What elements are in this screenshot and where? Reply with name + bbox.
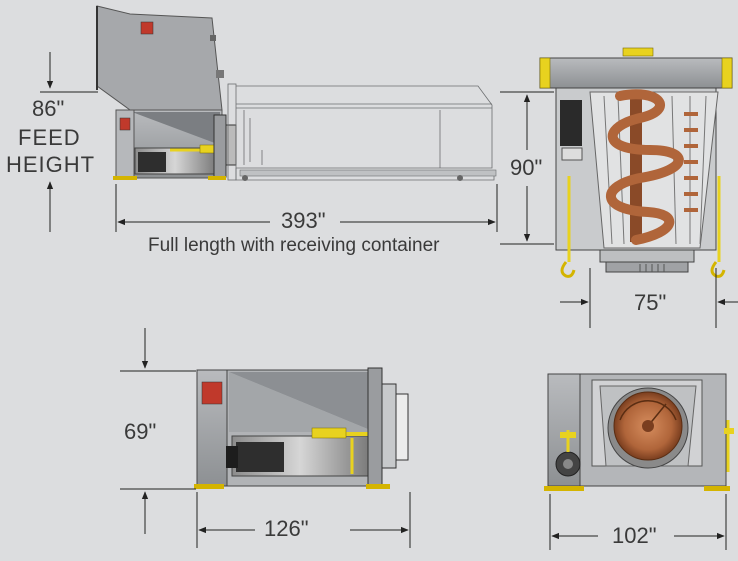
width-dimension-75 (560, 268, 738, 328)
end-view-drawing (539, 47, 733, 278)
length-value-393: 393" (281, 208, 326, 233)
compact-side-view-drawing (194, 367, 409, 489)
length-caption: Full length with receiving container (148, 235, 440, 256)
width-value-102: 102" (612, 523, 657, 548)
height-label: HEIGHT (6, 152, 96, 177)
width-value-75: 75" (634, 290, 667, 315)
width-dimension-102 (549, 494, 727, 550)
height-dimension-90 (500, 91, 554, 245)
front-view-drawing (544, 373, 734, 491)
side-view-drawing (96, 5, 497, 181)
length-dimension-393 (115, 184, 498, 232)
warning-sign-icon (140, 21, 154, 35)
length-value-126: 126" (264, 516, 309, 541)
feed-label: FEED (18, 125, 81, 150)
feed-height-value: 86" (32, 96, 65, 121)
length-dimension-126 (196, 492, 411, 548)
height-value-69: 69" (124, 419, 157, 444)
height-dimension-69 (120, 328, 196, 534)
height-value-90: 90" (510, 155, 543, 180)
feed-height-dimension (40, 52, 98, 232)
